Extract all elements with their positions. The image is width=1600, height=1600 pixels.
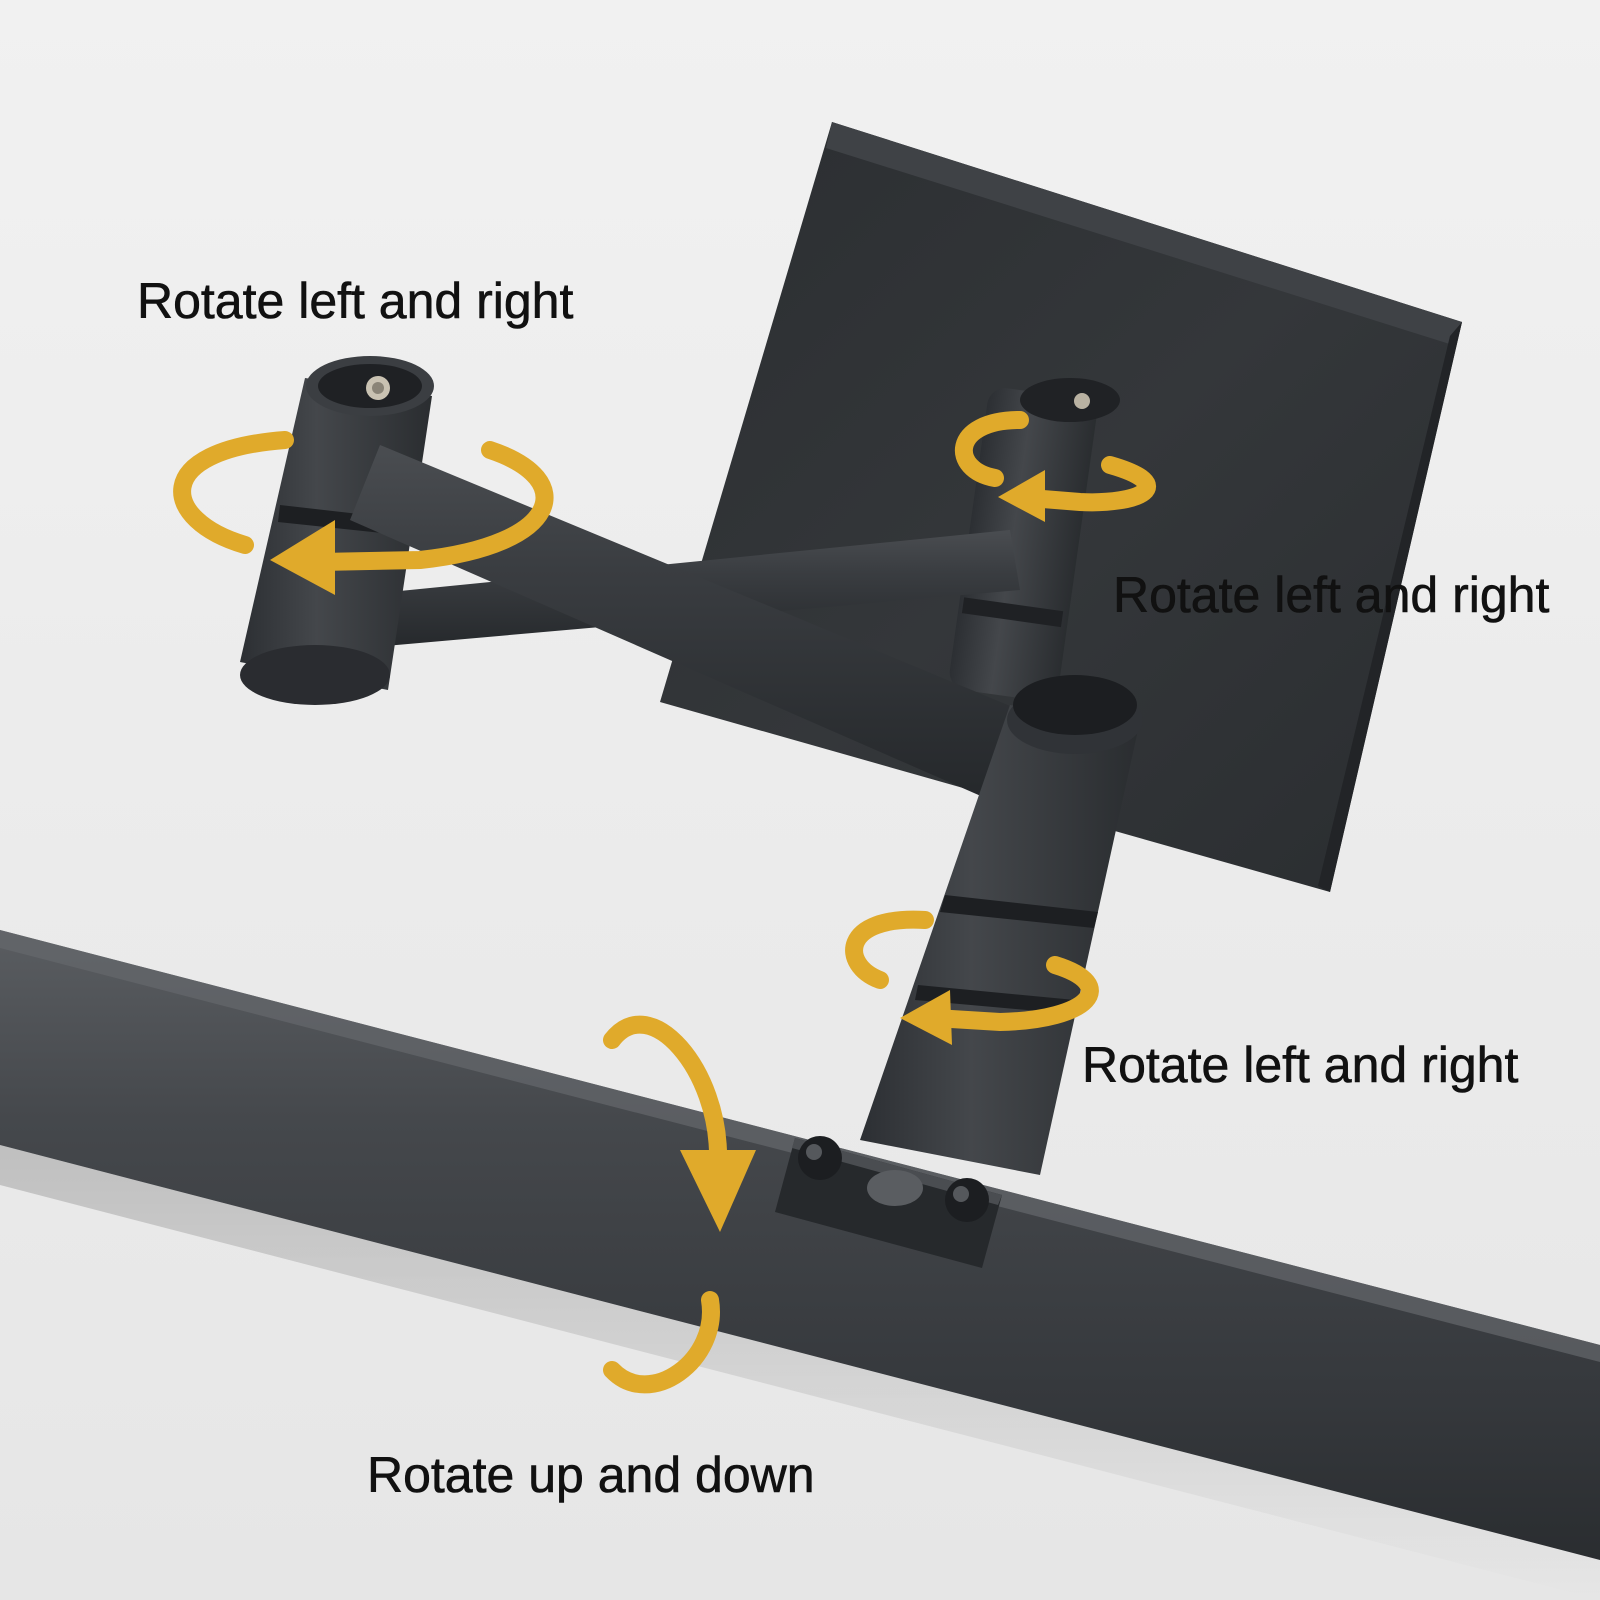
front-pivot-joint [860, 675, 1143, 1175]
rotation-label-elbow: Rotate left and right [137, 273, 574, 329]
rotation-label-up-down: Rotate up and down [367, 1447, 815, 1503]
arrow-head-3 [900, 990, 952, 1045]
rotation-label-wall-pivot: Rotate left and right [1113, 567, 1550, 623]
bar-mount-bracket [775, 1136, 1002, 1268]
rotate-horizontal-arrow-icon [845, 910, 1099, 1032]
arrow-head-2 [998, 470, 1045, 522]
rotate-vertical-arrow-icon [603, 1015, 728, 1394]
arrow-head-4 [680, 1150, 756, 1232]
rotation-label-front-pivot: Rotate left and right [1082, 1037, 1519, 1093]
rotate-horizontal-arrow-icon [954, 411, 1156, 512]
arrow-head-1 [270, 520, 335, 595]
rotate-horizontal-arrow-icon [173, 431, 554, 571]
